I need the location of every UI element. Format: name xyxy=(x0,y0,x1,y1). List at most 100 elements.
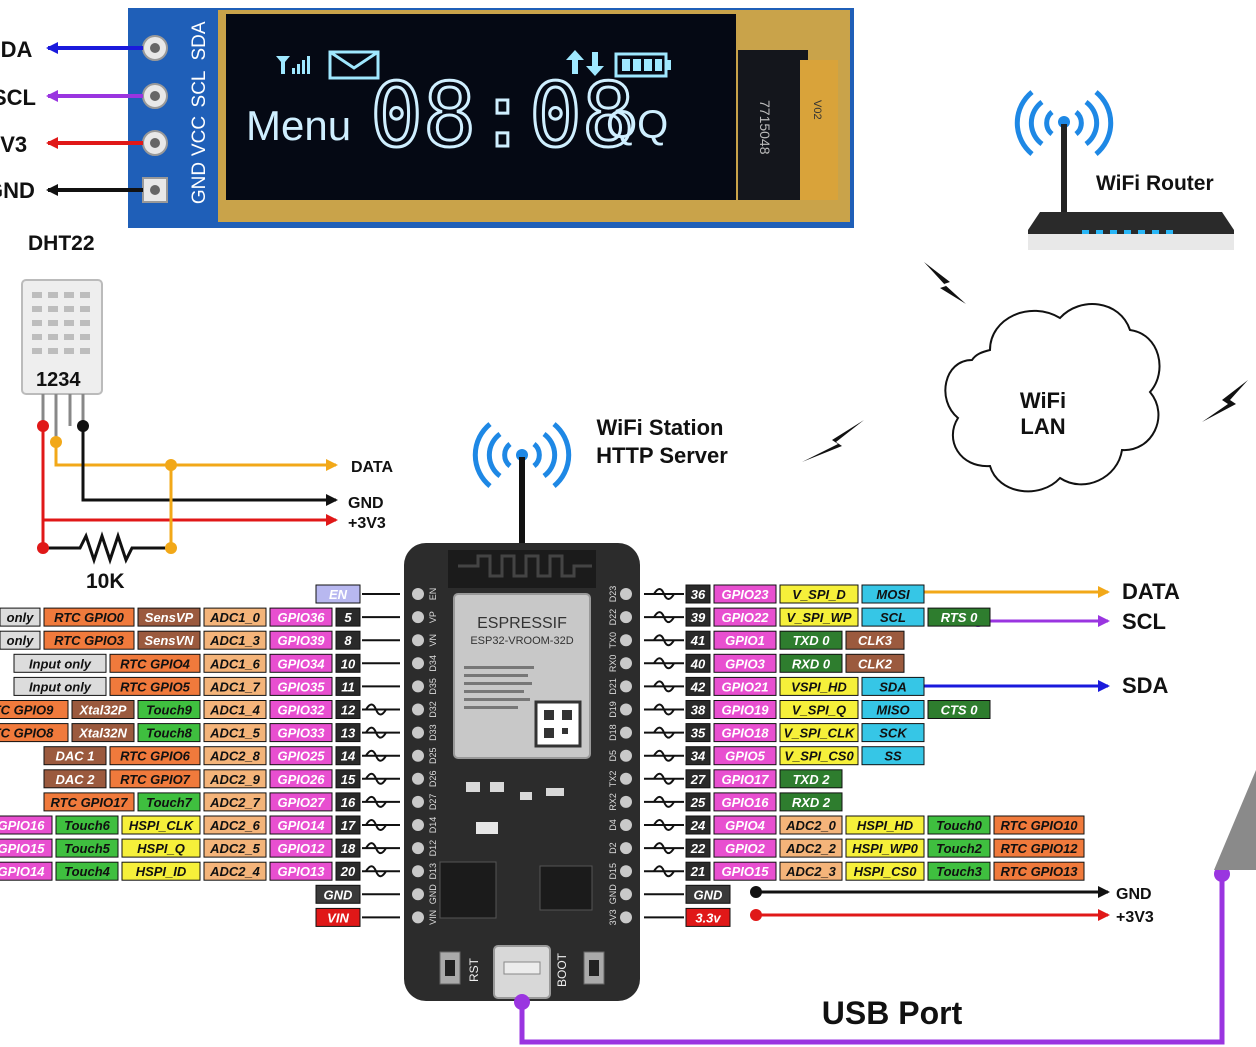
pin-label: VSPI_HD xyxy=(791,679,847,694)
header-pin xyxy=(412,888,424,901)
pin-label: CLK2 xyxy=(858,656,893,671)
esp-silk-left: D34 xyxy=(428,655,438,672)
pin-label-box xyxy=(713,746,777,766)
wire-dht-data xyxy=(54,442,338,471)
pin-label-box xyxy=(137,792,201,812)
pin-label: SensVP xyxy=(145,610,194,625)
pin-label-box xyxy=(137,700,201,719)
pin-label-box xyxy=(927,700,991,719)
pin-label: MISO xyxy=(876,703,909,718)
pin-label: 20 xyxy=(340,864,356,879)
pin-label: 34 xyxy=(691,749,706,764)
pin-label: ADC2_8 xyxy=(209,749,261,764)
pin-label-box xyxy=(779,653,843,673)
pwm-wave xyxy=(365,772,387,785)
oled-silk-scl: SCL xyxy=(189,71,210,108)
oled-side-text: 7715048 xyxy=(757,100,773,155)
pwm-wave xyxy=(653,772,675,785)
pin-label: GPIO13 xyxy=(278,864,326,879)
pin-label: 41 xyxy=(690,633,705,648)
wifi-router: WiFi Router xyxy=(1014,90,1234,250)
pin-label-box xyxy=(713,653,777,673)
pwm-wave xyxy=(653,819,675,831)
pin-label: 25 xyxy=(690,795,706,810)
pin-label: RTC GPIO12 xyxy=(1000,841,1078,856)
pin-label-box xyxy=(685,884,731,904)
esp-silk-right: D4 xyxy=(608,819,618,831)
router-antenna xyxy=(1061,124,1067,214)
pin-label: ADC2_5 xyxy=(209,841,261,856)
esp32-brand: ESPRESSIF xyxy=(477,615,567,632)
header-pin xyxy=(620,795,632,808)
pin-label: 8 xyxy=(344,633,352,648)
pin-label: GPIO18 xyxy=(722,726,770,741)
oled-menu-text: Menu xyxy=(246,102,351,149)
pin-label-box xyxy=(137,607,201,627)
pin-label-box xyxy=(109,746,201,766)
pin-label: V_SPI_Q xyxy=(792,703,846,718)
pin-label-box xyxy=(335,746,361,766)
lightning-icon-router xyxy=(924,262,966,304)
pwm-wave xyxy=(365,726,387,739)
pin-label: Touch6 xyxy=(64,818,111,833)
pin-label: GPIO22 xyxy=(722,610,770,625)
pin-label: Touch0 xyxy=(936,818,983,833)
pin-label-box xyxy=(779,861,843,881)
dht22-sensor: DHT22 1234 10K DATA GND +3V3 xyxy=(21,232,394,593)
pin-label-box xyxy=(335,792,361,812)
pwm-wave xyxy=(653,865,675,878)
pin-label: TXD 0 xyxy=(793,633,831,648)
pin-label: GND xyxy=(694,887,724,902)
pin-label: GPIO39 xyxy=(278,633,326,648)
pwm-wave xyxy=(653,680,675,693)
pin-label-box xyxy=(203,746,267,766)
esp-out-3v3: +3V3 xyxy=(1116,909,1154,926)
signal-icon xyxy=(276,56,310,74)
pin-label: SCL xyxy=(880,610,906,625)
pin-label: GPIO16 xyxy=(0,818,45,833)
dht22-title: DHT22 xyxy=(28,232,95,255)
pin-label: 17 xyxy=(341,818,356,833)
pin-label-box xyxy=(203,607,267,627)
header-pin xyxy=(412,588,424,600)
header-pin xyxy=(412,795,424,808)
esp-silk-left: D27 xyxy=(428,794,438,811)
usb-cable xyxy=(519,874,1225,1045)
oled-pin-gnd xyxy=(142,177,168,203)
pin-label-box xyxy=(845,815,925,835)
pin-label-box xyxy=(861,676,925,696)
esp-silk-right: 3V3 xyxy=(608,909,618,925)
router-label: WiFi Router xyxy=(1096,172,1214,195)
pin-label: Input only xyxy=(29,656,92,671)
dht22-resistor xyxy=(43,531,171,565)
esp-silk-right: D2 xyxy=(608,842,618,854)
pin-label: RXD 0 xyxy=(792,656,831,671)
pin-label: 3.3v xyxy=(695,910,721,925)
pin-label: 11 xyxy=(341,679,355,694)
pin-label-box xyxy=(335,653,361,673)
pin-label-box xyxy=(779,584,859,604)
pin-label: Touch4 xyxy=(64,864,111,879)
pin-label: SCK xyxy=(879,726,908,741)
pin-label: GPIO1 xyxy=(725,633,765,648)
pin-label-box xyxy=(203,861,267,881)
pin-label-box xyxy=(713,607,777,627)
esp-silk-right: TX0 xyxy=(608,632,618,649)
dht22-pin-numbers: 1234 xyxy=(36,369,81,391)
pin-label-box xyxy=(713,700,777,719)
esp-silk-left: GND xyxy=(428,884,438,905)
pin-label-box xyxy=(269,653,333,673)
cloud-label-line1: WiFi xyxy=(1020,388,1066,413)
pin-label-box xyxy=(685,607,711,627)
esp-silk-left: D13 xyxy=(428,863,438,880)
pin-label: Xtal32P xyxy=(79,703,127,718)
pin-label: GPIO32 xyxy=(278,703,326,718)
oled-silk-gnd: GND xyxy=(189,162,210,204)
pin-label-box xyxy=(269,792,333,812)
pin-label: ADC2_0 xyxy=(785,818,837,833)
esp32-left-header: ENVPVND34D35D32D33D25D26D27D14D12D13GNDV… xyxy=(412,588,438,925)
pwm-wave xyxy=(365,865,387,878)
pin-label: TXD 2 xyxy=(793,772,831,787)
pin-label-box xyxy=(993,838,1085,858)
pin-label: GPIO16 xyxy=(722,795,770,810)
